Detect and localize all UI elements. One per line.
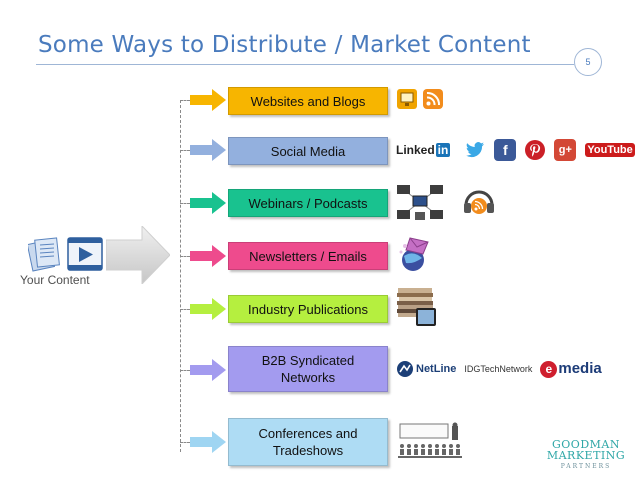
bracket-tick (180, 100, 190, 101)
arrow-shape (190, 89, 226, 111)
arrow-websites (190, 89, 226, 111)
magazine-stack-icon (397, 288, 436, 326)
content-icons (26, 236, 106, 272)
facebook-icon: f (494, 139, 517, 161)
arrow-shape (190, 245, 226, 267)
youtube-logo: YouTube (585, 143, 635, 157)
arrow-shape (190, 298, 226, 320)
brand-line-2: MARKETING (546, 449, 626, 462)
your-content-label: Your Content (20, 273, 90, 287)
goodman-marketing-logo: GOODMAN MARKETING PARTNERS (546, 438, 626, 470)
monitor-icon (397, 89, 417, 109)
title-divider (36, 64, 574, 65)
twitter-icon (466, 142, 485, 158)
bracket-tick (180, 150, 190, 151)
brand-line-3: PARTNERS (560, 463, 612, 470)
arrow-webinars (190, 192, 226, 214)
arrow-conferences (190, 431, 226, 453)
arrow-publications (190, 298, 226, 320)
arrow-shape (190, 359, 226, 381)
channel-newsletters-emails: Newsletters / Emails (228, 242, 388, 270)
slide-title: Some Ways to Distribute / Market Content (38, 32, 531, 58)
bracket-tick (180, 442, 190, 443)
publication-icons (396, 286, 438, 328)
google-plus-icon: g+ (554, 139, 577, 161)
arrow-b2b (190, 359, 226, 381)
pinterest-icon (525, 140, 546, 160)
websites-icons (396, 88, 444, 110)
podcast-icon (464, 190, 494, 214)
brand-line-1: GOODMAN (552, 438, 620, 451)
arrow-shape (190, 431, 226, 453)
webinar-podcast-icons (396, 182, 496, 222)
bracket-tick (180, 309, 190, 310)
main-flow-arrow (106, 226, 170, 284)
channel-webinars-podcasts: Webinars / Podcasts (228, 189, 388, 217)
channel-bracket (180, 100, 190, 452)
arrow-newsletters (190, 245, 226, 267)
arrow-shape (190, 192, 226, 214)
newsletter-icons (396, 236, 432, 274)
channel-websites-blogs: Websites and Blogs (228, 87, 388, 115)
webinar-network-icon (397, 185, 443, 220)
arrow-shape (190, 139, 226, 161)
bracket-tick (180, 370, 190, 371)
channel-b2b-networks: B2B Syndicated Networks (228, 346, 388, 392)
conference-icons (396, 422, 464, 462)
channel-social-media: Social Media (228, 137, 388, 165)
page-number: 5 (574, 48, 602, 76)
netline-mark-icon (397, 361, 413, 377)
rss-icon (423, 89, 443, 109)
channel-conferences-tradeshows: Conferences and Tradeshows (228, 418, 388, 466)
netline-logo: NetLine (396, 360, 456, 378)
bracket-tick (180, 203, 190, 204)
idg-tech-network-logo: IDGTechNetwork (464, 364, 533, 374)
channel-industry-publications: Industry Publications (228, 295, 388, 323)
bracket-tick (180, 256, 190, 257)
conference-audience-icon (398, 422, 462, 458)
arrow-social (190, 139, 226, 161)
video-player-icon (67, 237, 103, 271)
email-globe-icon (399, 237, 429, 271)
document-stack-icon (26, 237, 60, 272)
